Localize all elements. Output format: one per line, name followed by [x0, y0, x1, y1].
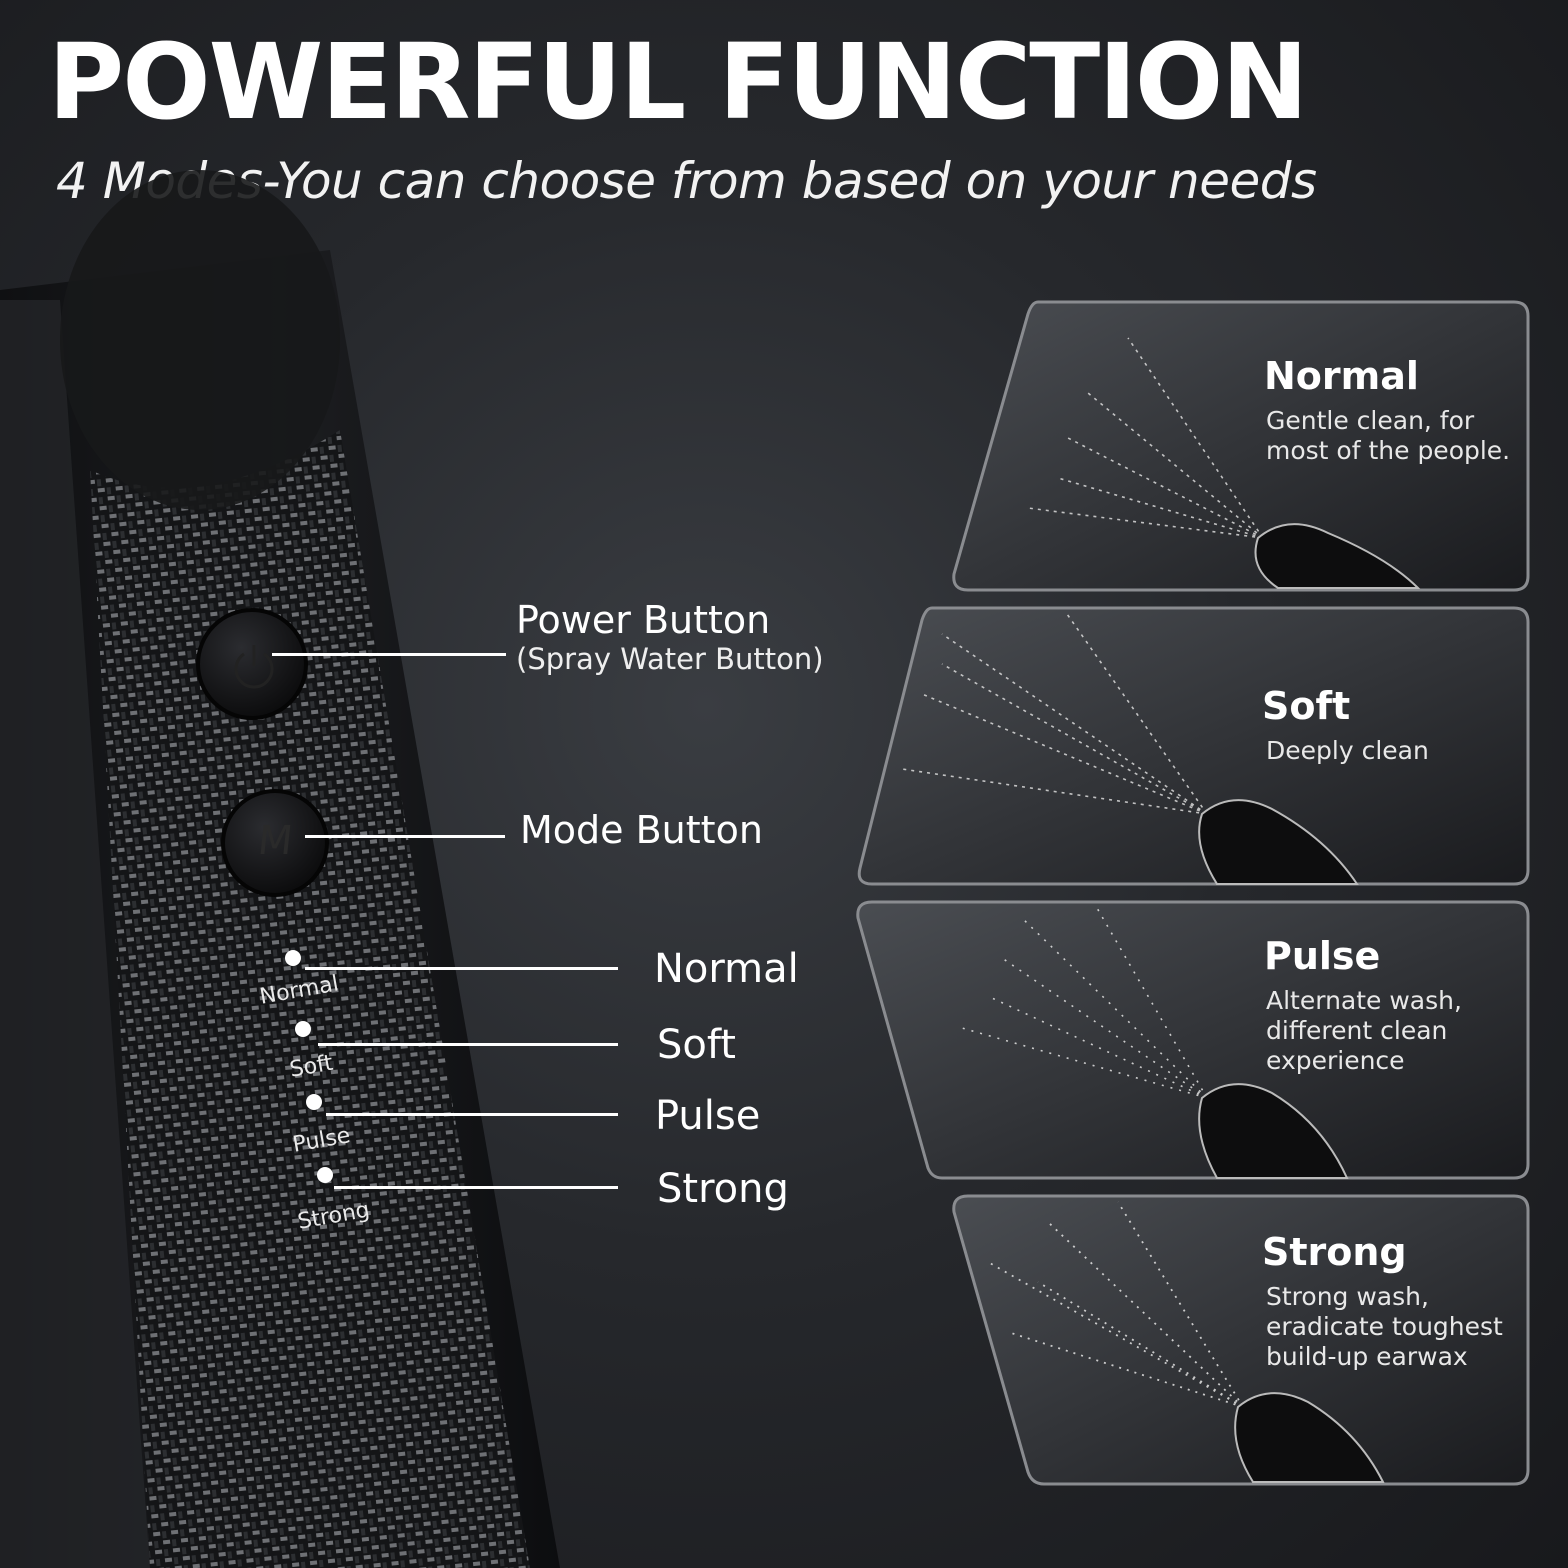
mode-card-normal: Normal Gentle clean, for most of the peo…: [948, 298, 1532, 594]
mode-card-strong: Strong Strong wash, eradicate toughest b…: [948, 1192, 1532, 1488]
mode-desc-normal: Gentle clean, for most of the people.: [1266, 406, 1511, 465]
spray-nozzle-icon: [961, 907, 1349, 1179]
mode-label-pulse: Pulse: [655, 1093, 761, 1139]
mode-button-label: Mode Button: [520, 808, 763, 852]
mode-label-soft: Soft: [657, 1022, 736, 1068]
indicator-dot-soft: [295, 1021, 311, 1037]
mode-desc-pulse: Alternate wash, different clean experien…: [1266, 986, 1462, 1075]
indicator-dot-normal: [285, 950, 301, 966]
mode-label-normal: Normal: [654, 946, 799, 992]
indicator-dot-strong: [317, 1167, 333, 1183]
power-button-callout: Power Button (Spray Water Button): [516, 598, 824, 677]
mode-title-soft: Soft: [1262, 684, 1351, 728]
card-frame: [857, 606, 1530, 886]
mode-label-strong: Strong: [657, 1166, 789, 1212]
spray-nozzle-icon: [901, 613, 1359, 885]
card-frame: [952, 1194, 1530, 1486]
power-button[interactable]: [196, 608, 308, 720]
spray-nozzle-icon: [987, 1201, 1385, 1483]
mode-card-soft: Soft Deeply clean: [852, 604, 1532, 888]
card-frame: [952, 300, 1530, 592]
card-frame: [856, 900, 1530, 1180]
power-button-sublabel: (Spray Water Button): [516, 641, 824, 676]
normal-leader-line: [305, 967, 618, 970]
mode-leader-line: [305, 835, 505, 838]
mode-desc-strong: Strong wash, eradicate toughest build-up…: [1266, 1282, 1503, 1371]
mode-title-normal: Normal: [1264, 354, 1419, 398]
power-icon: [234, 645, 274, 689]
mode-button[interactable]: [221, 789, 329, 897]
pulse-leader-line: [326, 1113, 618, 1116]
mode-desc-soft: Deeply clean: [1266, 736, 1429, 765]
strong-leader-line: [334, 1186, 618, 1189]
soft-leader-line: [318, 1043, 618, 1046]
mode-title-strong: Strong: [1262, 1230, 1407, 1274]
power-leader-line: [272, 653, 506, 656]
spray-nozzle-icon: [1027, 337, 1421, 589]
mode-card-pulse: Pulse Alternate wash, different clean ex…: [852, 898, 1532, 1182]
mode-button-glyph: M: [255, 818, 295, 864]
power-button-label: Power Button: [516, 598, 771, 642]
mode-title-pulse: Pulse: [1264, 934, 1381, 978]
mode-button-callout: Mode Button: [520, 808, 763, 852]
headline: POWERFUL FUNCTION: [48, 21, 1308, 143]
indicator-dot-pulse: [306, 1094, 322, 1110]
